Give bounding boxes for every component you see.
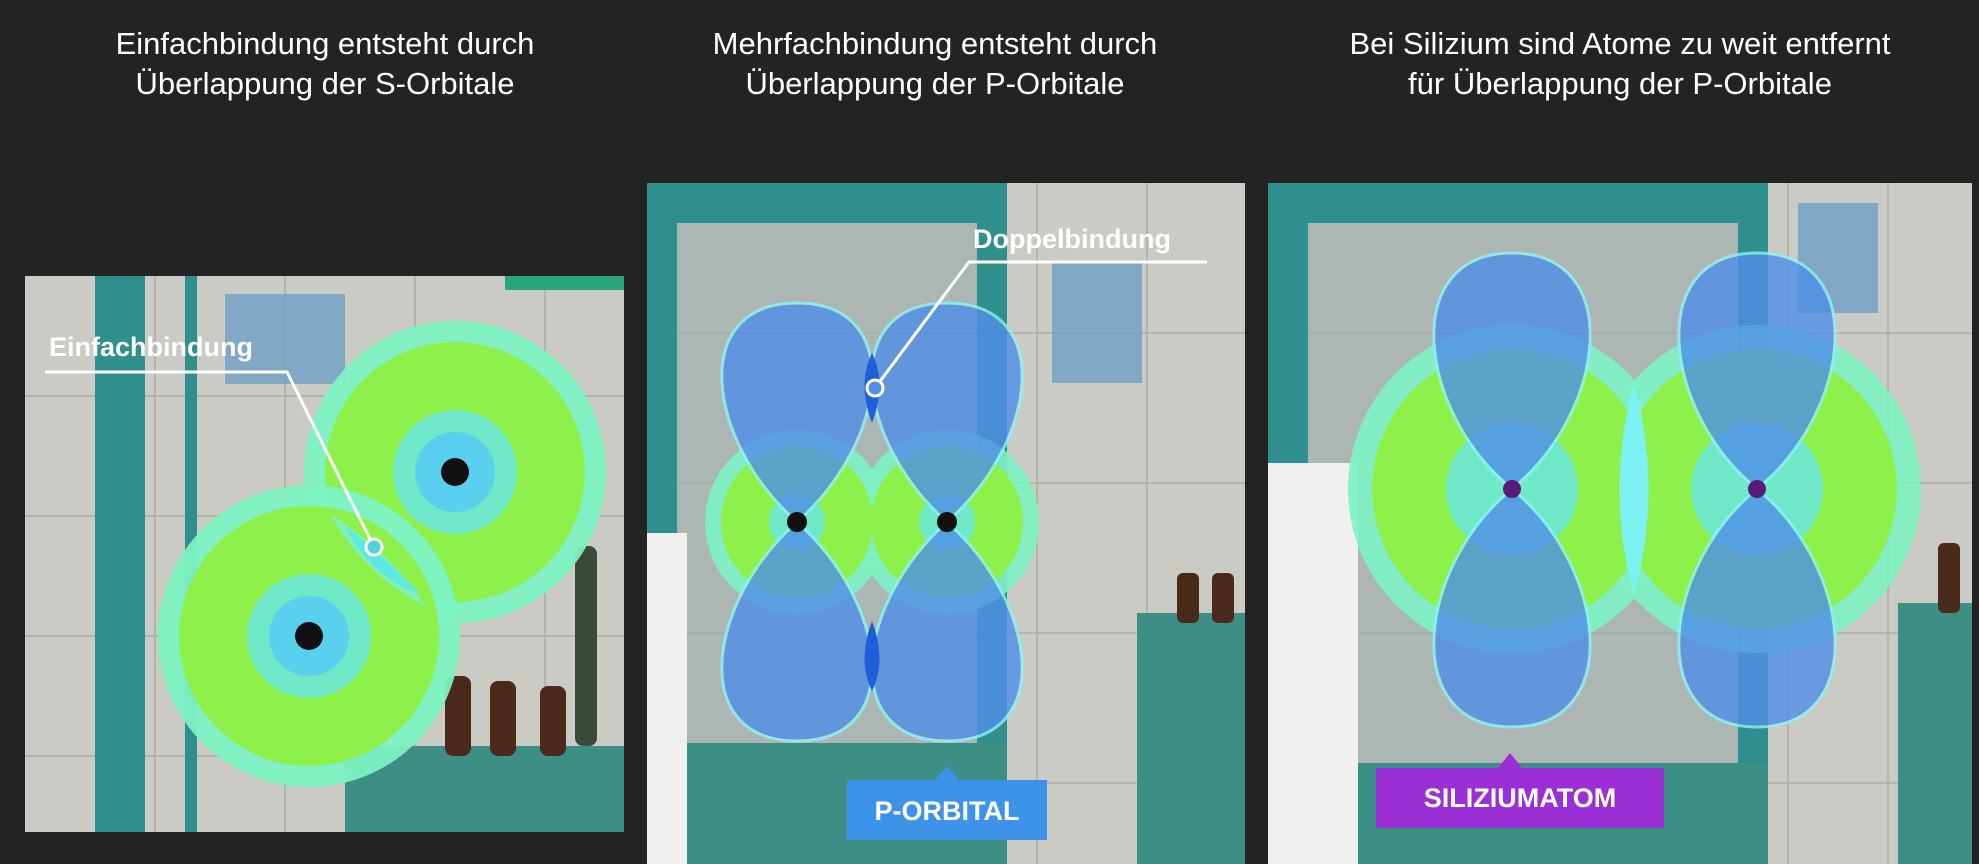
lab-bottle xyxy=(1177,573,1199,623)
silicon-nucleus xyxy=(1503,480,1521,498)
annotation-leader-line xyxy=(45,370,376,548)
cabinet-top xyxy=(647,183,1007,223)
badge-background xyxy=(847,780,1047,840)
caption-single-bond: Einfachbindung entsteht durch Überlappun… xyxy=(60,24,590,104)
silicon-nucleus xyxy=(1748,480,1766,498)
badge-pointer xyxy=(1498,753,1522,768)
panel-single-bond: Einfachbindung xyxy=(25,276,624,832)
multiple-bond-diagram: Doppelbindung P-ORBITAL xyxy=(647,183,1245,864)
atom-nucleus xyxy=(787,512,807,532)
p-lobe-upper-left xyxy=(720,301,874,524)
p-orbital-lobes xyxy=(1432,251,1837,729)
p-lobe-lower-right xyxy=(1677,487,1837,729)
p-lobe-lower-left xyxy=(720,520,874,743)
lab-bottle xyxy=(490,681,516,756)
caption-line-2: für Überlappung der P-Orbitale xyxy=(1408,66,1832,101)
single-bond-diagram: Einfachbindung xyxy=(25,276,624,832)
cabinet-top xyxy=(1268,183,1768,223)
annotation-marker xyxy=(364,537,384,557)
lab-bottle xyxy=(445,676,471,756)
silicon-diagram: SILIZIUMATOM xyxy=(1268,183,1972,864)
caption-line-1: Mehrfachbindung entsteht durch xyxy=(712,26,1158,61)
p-orbital-badge: P-ORBITAL xyxy=(875,796,1020,826)
caption-line-2: Überlappung der P-Orbitale xyxy=(745,66,1125,101)
panel-silicon: SILIZIUMATOM xyxy=(1268,183,1972,864)
caption-line-2: Überlappung der S-Orbitale xyxy=(135,66,515,101)
silicon-atom-badge: SILIZIUMATOM xyxy=(1424,783,1616,813)
lab-bottle xyxy=(540,686,566,756)
panel-multiple-bond: Doppelbindung P-ORBITAL xyxy=(647,183,1245,864)
counter xyxy=(1898,603,1972,864)
annotation-label: Doppelbindung xyxy=(973,224,1171,254)
p-lobe-lower-right xyxy=(870,520,1024,743)
lab-coat xyxy=(647,533,687,864)
counter xyxy=(1137,613,1245,864)
caption-line-1: Einfachbindung entsteht durch xyxy=(115,26,535,61)
caption-line-1: Bei Silizium sind Atome zu weit entfernt xyxy=(1349,26,1891,61)
s-orbital-lower xyxy=(158,485,460,787)
caption-multiple-bond: Mehrfachbindung entsteht durch Überlappu… xyxy=(660,24,1210,104)
ring-overlap xyxy=(1619,383,1649,595)
atom-nucleus xyxy=(441,458,469,486)
atom-nucleus xyxy=(937,512,957,532)
p-lobe-lower-left xyxy=(1432,487,1592,729)
p-lobe-upper-right xyxy=(870,301,1024,524)
cabinet-frame xyxy=(95,276,145,832)
p-lobe-upper-left xyxy=(1432,251,1592,491)
overlap-core xyxy=(345,526,420,594)
caption-silicon: Bei Silizium sind Atome zu weit entfernt… xyxy=(1280,24,1960,104)
pi-overlap-lower xyxy=(864,621,880,691)
lab-coat xyxy=(1268,463,1358,864)
annotation-marker xyxy=(865,378,885,398)
lab-bottle xyxy=(575,546,597,746)
p-orbital-lobes xyxy=(720,301,1024,743)
annotation-leader-line xyxy=(873,260,1207,389)
badge-pointer xyxy=(935,766,959,780)
badge-background xyxy=(1376,768,1664,828)
blue-tile xyxy=(225,294,345,384)
atom-nucleus xyxy=(295,622,323,650)
lab-bottle xyxy=(1938,543,1960,613)
lab-bottle xyxy=(1212,573,1234,623)
p-lobe-upper-right xyxy=(1677,251,1837,491)
green-strip xyxy=(505,276,624,290)
annotation-label: Einfachbindung xyxy=(49,332,253,362)
blue-tile xyxy=(1052,263,1142,383)
